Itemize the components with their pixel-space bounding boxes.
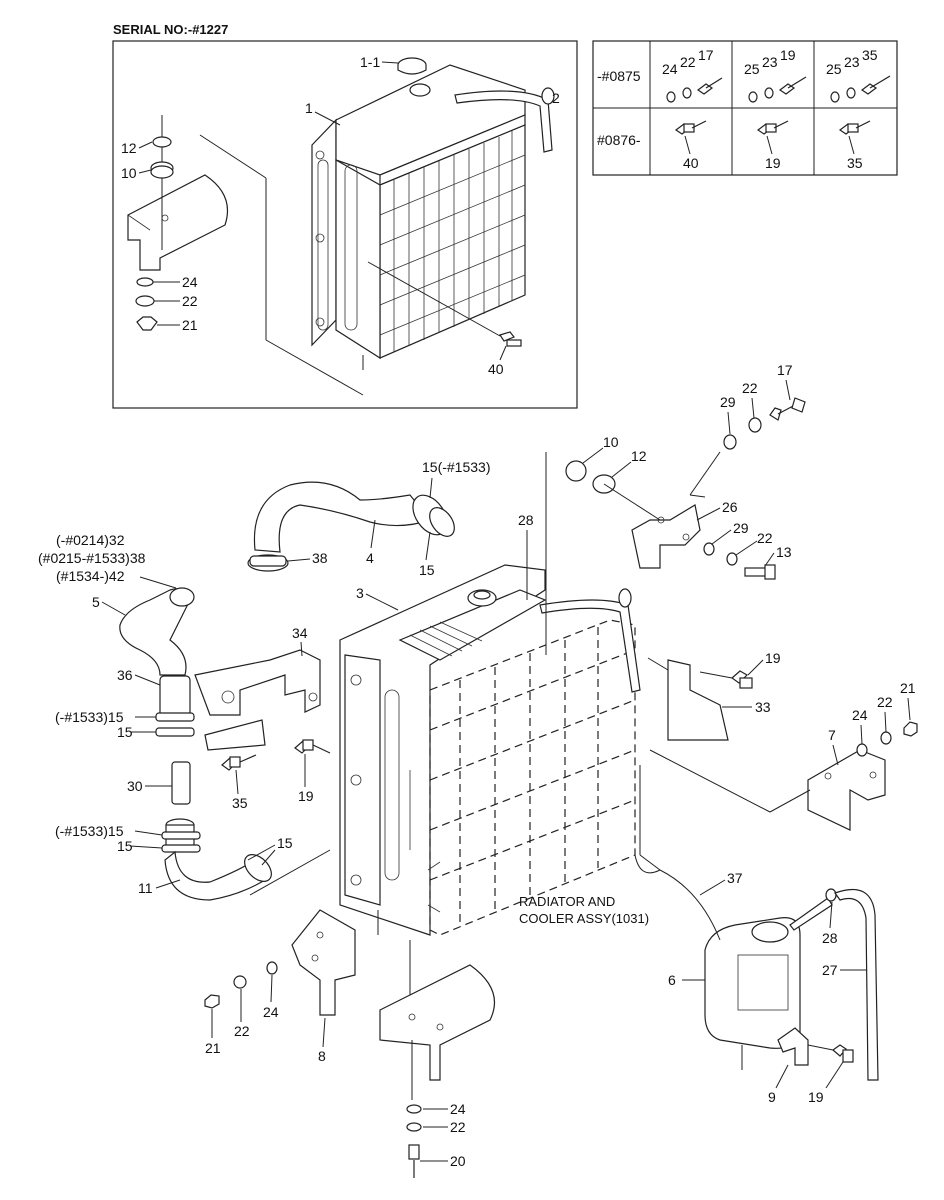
callout-15-c: (-#1533)15 [55,823,124,839]
upper-hose [247,481,455,572]
table-r1c3-n2: 23 [844,54,860,70]
callout-22-top: 22 [742,380,758,396]
callout-32: (-#0214)32 [56,532,125,548]
callout-22-right: 22 [877,694,893,710]
callout-inset-21: 21 [182,317,198,333]
upper-right-mount [565,397,806,580]
callout-37: 37 [727,870,743,886]
callout-15-d: 15 [117,838,133,854]
callout-34: 34 [292,625,308,641]
callout-27: 27 [822,962,838,978]
callout-42: (#1534-)42 [56,568,125,584]
callout-5: 5 [92,594,100,610]
table-r1c2-n2: 23 [762,54,778,70]
table-row-2-range: #0876- [597,132,641,148]
callout-19-right: 19 [765,650,781,666]
callout-inset-2: 2 [552,90,560,106]
callout-15-a: (-#1533)15 [55,709,124,725]
bracket-7 [649,749,886,831]
callout-38-range: (#0215-#1533)38 [38,550,146,566]
bolt-19-left [294,739,331,754]
callout-7: 7 [828,727,836,743]
callout-24-lower: 24 [263,1004,279,1020]
callout-36: 36 [117,667,133,683]
callout-15-b: 15 [117,724,133,740]
callout-19-bottom: 19 [808,1089,824,1105]
table-r1c3-n1: 25 [826,61,842,77]
callout-15-hose: 15 [419,562,435,578]
table-r2c1: 40 [683,155,699,171]
bolt-35 [221,754,257,771]
table-r1c2-n3: 19 [780,47,796,63]
callout-6: 6 [668,972,676,988]
callout-29-top: 29 [720,394,736,410]
callout-28-top: 28 [518,512,534,528]
clip-9 [777,1027,854,1066]
table-r2c2: 19 [765,155,781,171]
callout-13: 13 [776,544,792,560]
callout-19-left: 19 [298,788,314,804]
callout-21-lower: 21 [205,1040,221,1056]
callout-22-bottom: 22 [450,1119,466,1135]
bolt-variant-table: -#0875 #0876- 24 22 17 25 23 19 25 23 35… [592,40,898,176]
callout-inset-10: 10 [121,165,137,181]
callout-22-lower: 22 [234,1023,250,1039]
table-r1c2-n1: 25 [744,61,760,77]
table-row-1-range: -#0875 [597,68,641,84]
bracket-33 [667,659,729,741]
callout-inset-1-1: 1-1 [360,54,380,70]
callout-38: 38 [312,550,328,566]
table-r1c1-n2: 22 [680,54,696,70]
callout-inset-22: 22 [182,293,198,309]
table-r1c3-n3: 35 [862,47,878,63]
callout-24-right: 24 [852,707,868,723]
assembly-label-line2: COOLER ASSY(1031) [519,911,649,926]
callout-8: 8 [318,1048,326,1064]
callout-21-right: 21 [900,680,916,696]
callout-inset-40: 40 [488,361,504,377]
callout-12-main: 12 [631,448,647,464]
callout-9: 9 [768,1089,776,1105]
inset-mount-bracket [127,115,364,396]
callout-4: 4 [366,550,374,566]
callout-26: 26 [722,499,738,515]
callout-29-mid: 29 [733,520,749,536]
reservoir-tank [634,854,879,1081]
callout-24-bottom: 24 [450,1101,466,1117]
callout-inset-12: 12 [121,140,137,156]
callout-15-e: 15 [277,835,293,851]
assembly-label-line1: RADIATOR AND [519,894,615,909]
callout-22-mid: 22 [757,530,773,546]
callout-inset-24: 24 [182,274,198,290]
serial-number-label: SERIAL NO:-#1227 [113,22,228,37]
callout-11: 11 [138,880,153,896]
bolt-19-right [699,670,753,689]
callout-28-right: 28 [822,930,838,946]
callout-15-upper: 15(-#1533) [422,459,491,475]
inset-frame [112,40,578,409]
hose-group-left [119,587,321,901]
callout-inset-1: 1 [305,100,313,116]
callout-20: 20 [450,1153,466,1169]
callout-10-main: 10 [603,434,619,450]
table-r2c3: 35 [847,155,863,171]
callout-35: 35 [232,795,248,811]
callout-30: 30 [127,778,143,794]
callout-3: 3 [356,585,364,601]
table-r1c1-n1: 24 [662,61,678,77]
inset-bolt-40 [367,261,522,347]
callout-17-top: 17 [777,362,793,378]
inset-radiator [311,57,555,370]
callout-33: 33 [755,699,771,715]
lower-center-bracket [379,964,496,1178]
table-r1c1-n3: 17 [698,47,714,63]
bracket-8 [204,909,356,1016]
